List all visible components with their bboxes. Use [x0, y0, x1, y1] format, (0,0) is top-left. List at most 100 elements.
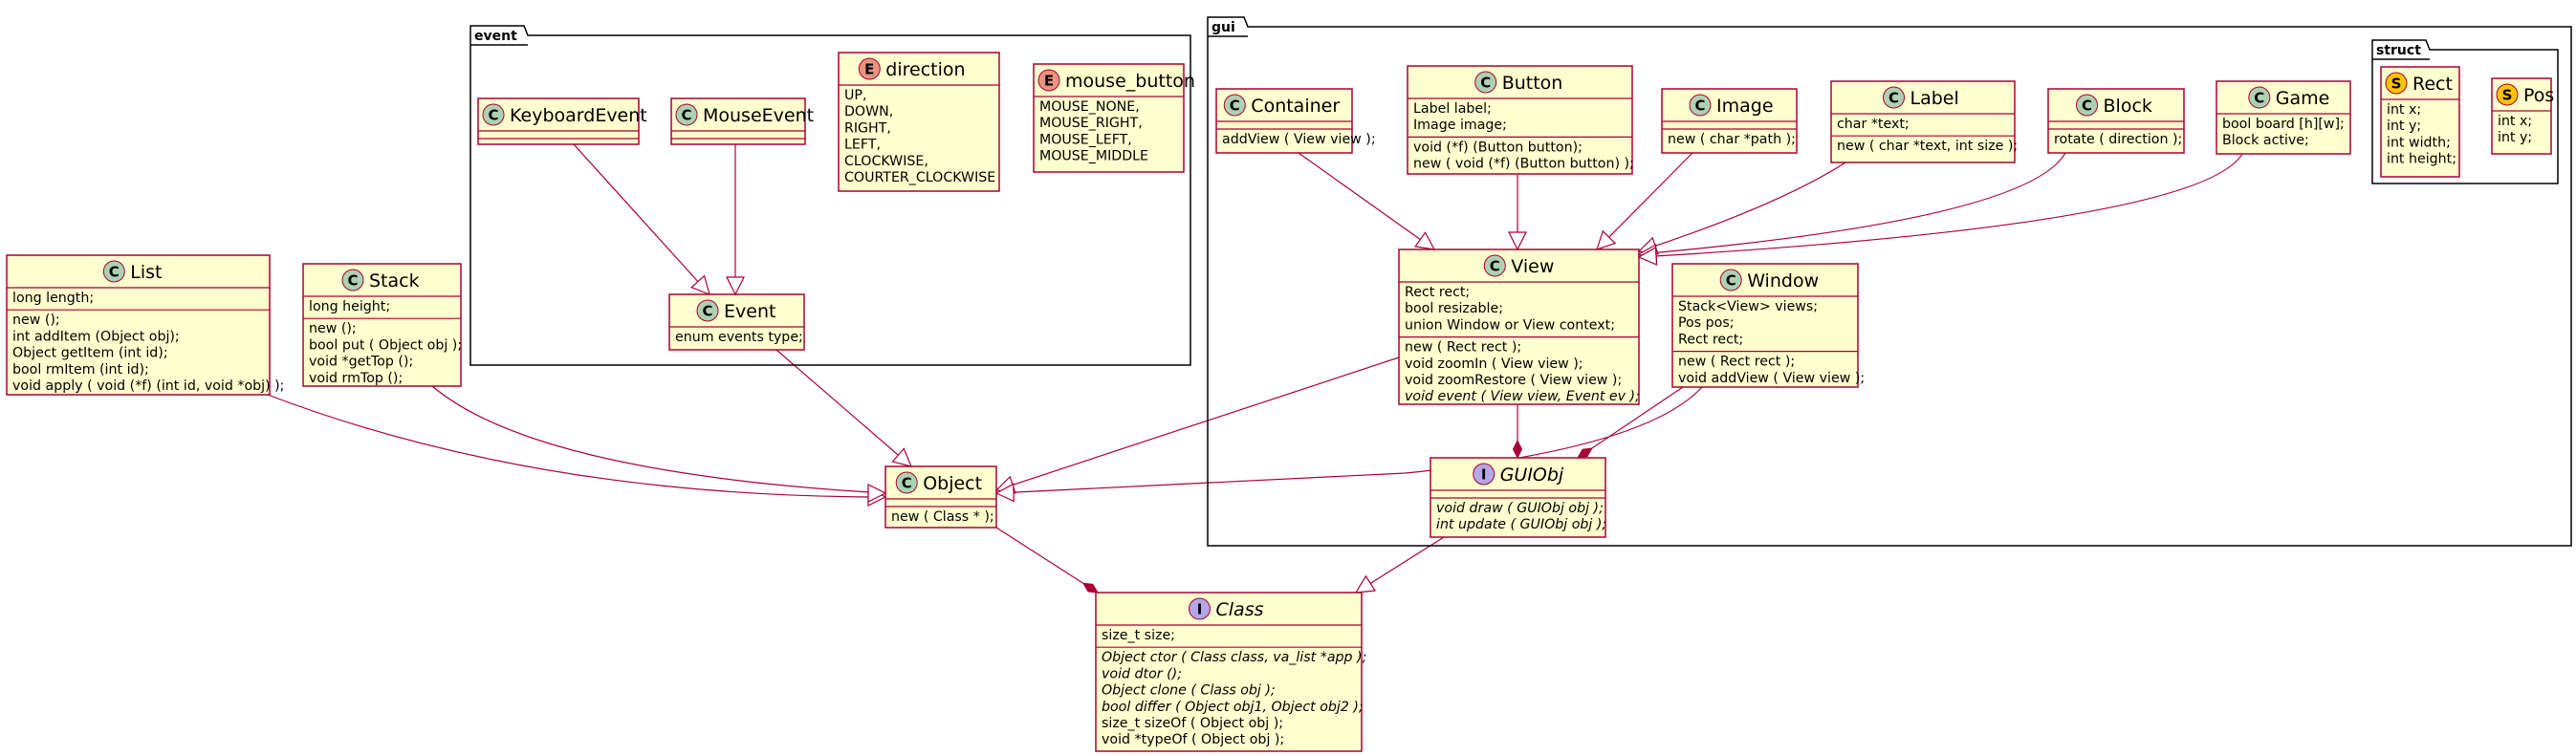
- stereotype-letter: C: [2082, 97, 2092, 115]
- class-name: Label: [1910, 88, 1959, 109]
- stereotype-letter: C: [1694, 97, 1705, 115]
- relationship-arrowheads: [690, 229, 1659, 594]
- value: MOUSE_LEFT,: [1039, 132, 1132, 147]
- field: Rect rect;: [1405, 285, 1470, 300]
- class-name: Block: [2104, 96, 2152, 117]
- method: Object getItem (int id);: [12, 346, 168, 361]
- edge-list-to-object: [267, 394, 886, 498]
- field: union Window or View context;: [1405, 317, 1615, 333]
- stereotype-c-icon: [675, 103, 698, 126]
- field: enum events type;: [675, 330, 803, 345]
- method: Object ctor ( Class class, va_list *app …: [1102, 650, 1366, 665]
- class-name: List: [130, 262, 162, 283]
- stereotype-c-icon: [1483, 254, 1506, 277]
- edge-container-to-view: [1298, 152, 1435, 250]
- method: new ( Rect rect );: [1405, 340, 1521, 356]
- generalization-arrowhead: [994, 483, 1015, 503]
- stereotype-c-icon: [1883, 86, 1905, 109]
- class-name: Container: [1251, 96, 1340, 117]
- stereotype-s-icon: [2385, 72, 2408, 95]
- value: COURTER_CLOCKWISE: [844, 170, 995, 185]
- method: int update ( GUIObj obj );: [1436, 517, 1606, 532]
- stereotype-letter: C: [1888, 90, 1899, 107]
- class-name: MouseEvent: [703, 105, 814, 126]
- generalization-arrowhead: [1637, 246, 1658, 266]
- class-name: View: [1511, 256, 1554, 277]
- class-mouse-event[interactable]: C MouseEvent: [670, 97, 814, 145]
- stereotype-letter: C: [1480, 75, 1491, 92]
- method: size_t sizeOf ( Object obj );: [1102, 716, 1283, 731]
- stereotype-letter: S: [2502, 87, 2513, 104]
- class-name: direction: [885, 59, 965, 80]
- stereotype-letter: C: [109, 264, 120, 281]
- edge-stack-to-object: [431, 385, 886, 494]
- generalization-arrowhead: [1596, 229, 1617, 250]
- field: int y;: [2498, 130, 2532, 145]
- stereotype-c-icon: [1474, 71, 1497, 94]
- method: void addView ( View view );: [1678, 371, 1865, 386]
- generalization-arrowhead: [1508, 231, 1527, 251]
- stereotype-c-icon: [102, 260, 125, 283]
- stereotype-letter: C: [488, 107, 498, 124]
- stereotype-letter: I: [1197, 601, 1203, 618]
- method: void zoomRestore ( View view );: [1405, 373, 1622, 388]
- field: Image image;: [1413, 118, 1507, 133]
- method: new ();: [12, 313, 60, 328]
- method: new ( char *text, int size );: [1837, 139, 2018, 154]
- stereotype-letter: E: [864, 61, 874, 78]
- method: void (*f) (Button button);: [1413, 140, 1583, 155]
- class-name: KeyboardEvent: [510, 105, 647, 126]
- stereotype-letter: C: [1726, 272, 1736, 290]
- stereotype-letter: C: [681, 107, 691, 124]
- package-title: gui: [1212, 20, 1235, 35]
- edge-keyboard-event-to-event: [573, 143, 710, 295]
- stereotype-c-icon: [341, 269, 364, 292]
- stereotype-c-icon: [696, 299, 719, 322]
- field: Block active;: [2222, 133, 2309, 148]
- class-keyboard-event[interactable]: C KeyboardEvent: [477, 97, 647, 145]
- stereotype-i-icon: [1473, 463, 1495, 486]
- stereotype-c-icon: [2076, 94, 2098, 117]
- method: new ( Class * );: [891, 509, 994, 525]
- stereotype-letter: S: [2391, 76, 2402, 93]
- class-name: Pos: [2523, 85, 2554, 106]
- stereotype-letter: C: [702, 303, 712, 320]
- stereotype-i-icon: [1189, 597, 1211, 620]
- method: void *getTop ();: [309, 355, 413, 370]
- field: int y;: [2387, 119, 2421, 134]
- field: Rect rect;: [1678, 332, 1743, 347]
- generalization-arrowhead: [867, 484, 887, 503]
- edge-view-to-object: [995, 356, 1400, 491]
- stereotype-letter: C: [902, 475, 912, 492]
- field: long length;: [12, 291, 94, 306]
- method: bool differ ( Object obj1, Object obj2 )…: [1102, 700, 1364, 715]
- method: void dtor ();: [1102, 666, 1182, 681]
- method: new ();: [309, 321, 357, 336]
- field: int height;: [2387, 152, 2456, 167]
- edge-block-to-view: [1638, 152, 2066, 255]
- field: bool resizable;: [1405, 301, 1503, 316]
- value: MOUSE_MIDDLE: [1039, 149, 1148, 164]
- field: int x;: [2387, 102, 2421, 118]
- stereotype-c-icon: [895, 471, 918, 494]
